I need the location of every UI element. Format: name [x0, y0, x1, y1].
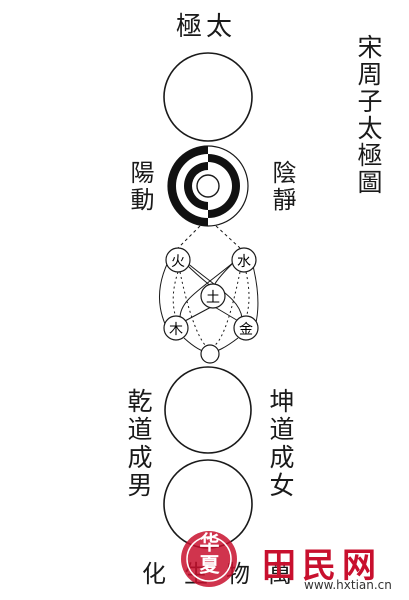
watermark-site: www.hxtian.cn [304, 578, 392, 592]
fire-text: 火 [171, 254, 185, 270]
watermark-brand: 田民网 [262, 546, 382, 586]
water-circle [231, 247, 257, 273]
metal-text: 金 [239, 322, 253, 338]
kun-label: 坤道成女 [266, 388, 295, 500]
yin-jing-label: 陰靜 [268, 160, 296, 214]
earth-text: 土 [206, 290, 220, 306]
wood-text: 木 [169, 322, 183, 338]
yang-dong-label: 陽動 [126, 160, 154, 214]
top-title: 太極 [176, 12, 237, 42]
qiankun-circle [164, 366, 252, 454]
fire-circle [165, 247, 191, 273]
wood-circle [163, 315, 189, 341]
qian-label: 乾道成男 [124, 388, 153, 500]
wuji-circle [163, 52, 253, 142]
earth-circle [200, 283, 226, 309]
watermark-stamp-text: 华夏 [196, 532, 220, 576]
metal-circle [233, 315, 259, 341]
watermark-stamp: 华夏 [178, 528, 240, 590]
yin-yang-circle [167, 145, 249, 227]
water-text: 水 [237, 254, 251, 270]
side-title: 宋周子太極圖 [354, 34, 383, 196]
union-circle [200, 344, 220, 364]
